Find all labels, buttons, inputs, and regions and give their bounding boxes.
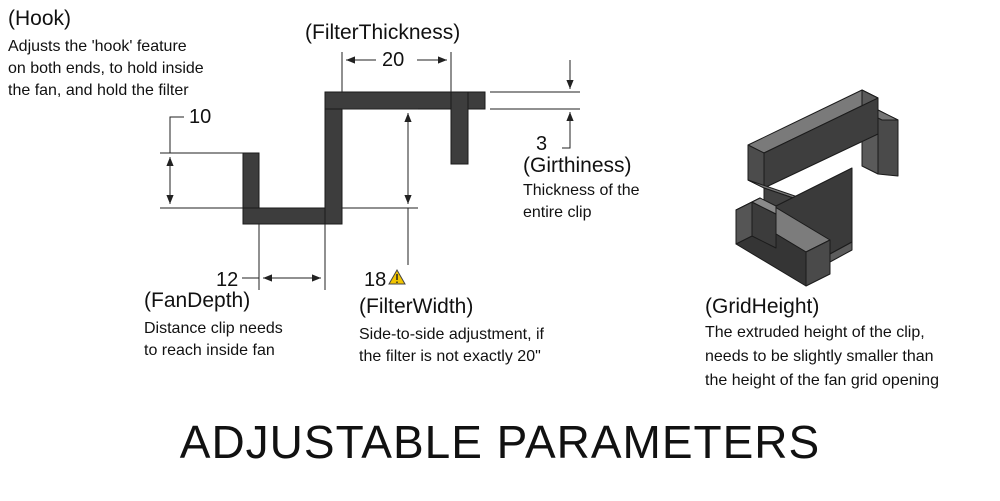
filter-width-segment [324,91,343,225]
girthiness-label: (Girthiness) [523,154,632,177]
filter-width-description-1: Side-to-side adjustment, if [359,326,544,343]
page-title: ADJUSTABLE PARAMETERS [179,416,821,468]
fan-depth-description-1: Distance clip needs [144,320,283,337]
girthiness-value: 3 [536,133,548,155]
girthiness-description-2: entire clip [523,204,592,221]
filter-thickness-value: 20 [382,49,405,71]
hook-description-3: the fan, and hold the filter [8,82,189,99]
grid-height-description-2: needs to be slightly smaller than [705,348,934,365]
hook-label: (Hook) [8,7,72,30]
filter-width-label: (FilterWidth) [359,295,474,318]
clip-3d-model [735,89,899,287]
dimension-lines [160,52,580,290]
grid-height-description-3: the height of the fan grid opening [705,372,939,389]
filter-thickness-label: (FilterThickness) [305,21,461,44]
fan-depth-label: (FanDepth) [144,289,251,312]
grid-height-description-1: The extruded height of the clip, [705,324,925,341]
filter-hook-segment [450,91,469,165]
girthiness-description-1: Thickness of the [523,182,640,199]
warning-icon [388,268,406,285]
hook-value: 10 [189,106,212,128]
hook-description-2: on both ends, to hold inside [8,60,204,77]
filter-width-description-2: the filter is not exactly 20" [359,348,541,365]
fan-depth-value: 12 [216,269,239,291]
filter-width-value: 18 [364,269,387,291]
hook-description-1: Adjusts the 'hook' feature [8,38,187,55]
clip-profile [242,91,486,225]
fan-depth-description-2: to reach inside fan [144,342,275,359]
grid-height-label: (GridHeight) [705,295,820,318]
